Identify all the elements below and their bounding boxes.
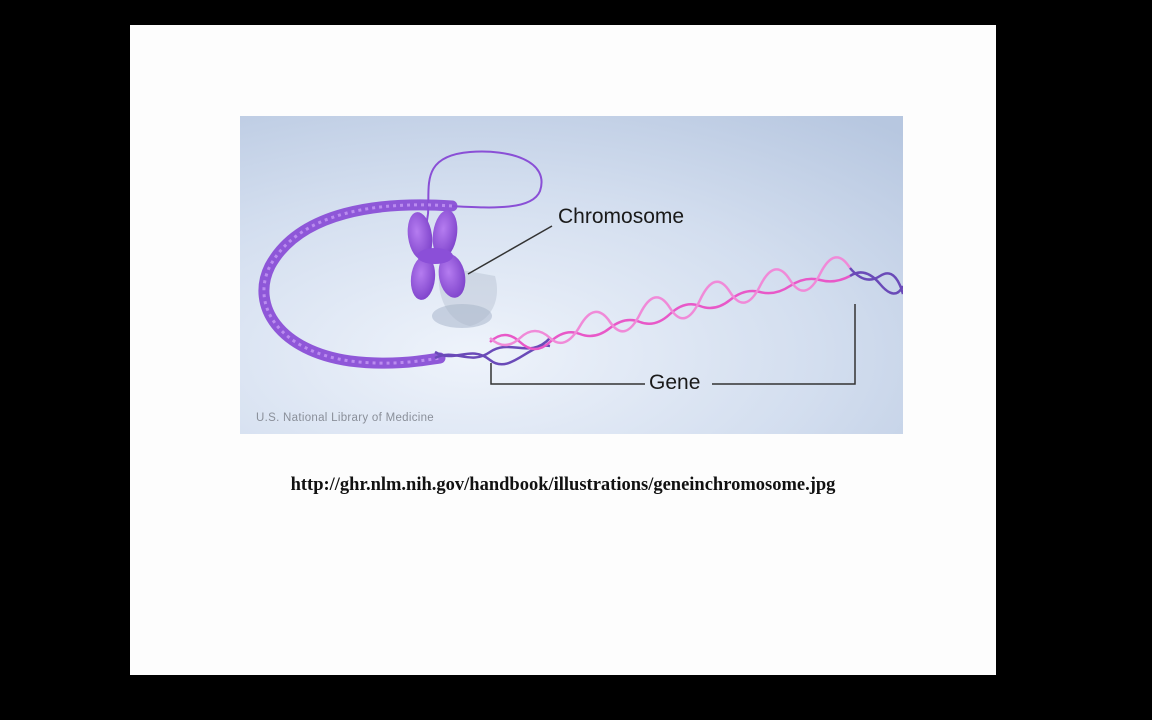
gene-bracket-left <box>490 363 645 385</box>
gene-helix <box>489 256 852 351</box>
chromosome-body <box>407 210 466 300</box>
chromatin-loop <box>427 150 543 215</box>
illustration-background <box>240 116 903 434</box>
gene-in-chromosome-illustration: Chromosome Gene U.S. National Library of… <box>240 116 903 434</box>
slide: Chromosome Gene U.S. National Library of… <box>130 25 996 675</box>
illustration-graphic <box>240 116 903 434</box>
chromosome-callout-line <box>467 225 553 275</box>
chromosome-label: Chromosome <box>558 205 685 228</box>
gene-label: Gene <box>649 371 701 394</box>
source-url: http://ghr.nlm.nih.gov/handbook/illustra… <box>290 475 836 495</box>
gene-bracket-right <box>712 304 856 385</box>
image-credit: U.S. National Library of Medicine <box>256 412 435 424</box>
dna-helix-end <box>849 267 903 295</box>
